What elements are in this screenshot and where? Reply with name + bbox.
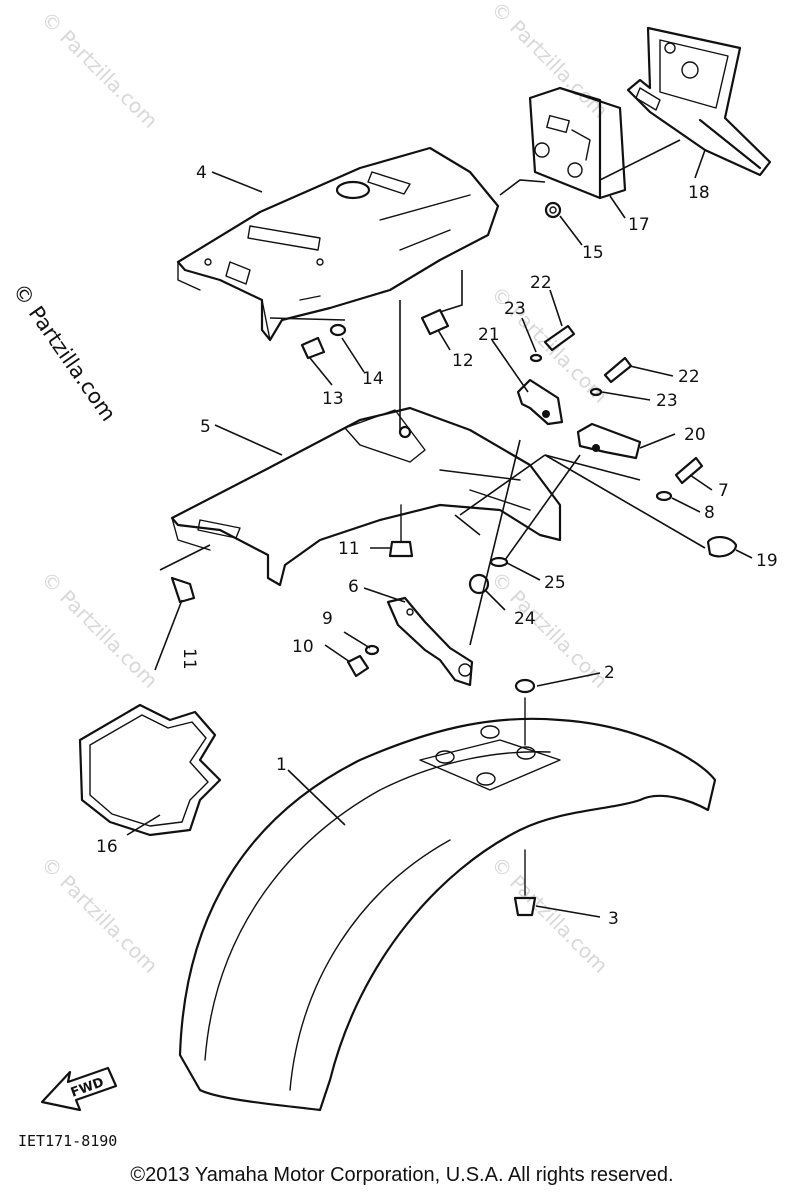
side-watermark: © Partzilla.com xyxy=(8,279,121,426)
callout-8: 8 xyxy=(704,503,715,523)
callout-24: 24 xyxy=(514,609,536,629)
nut-15 xyxy=(544,201,562,219)
callout-14: 14 xyxy=(362,369,384,389)
callout-1: 1 xyxy=(276,755,287,775)
hardware xyxy=(170,308,738,917)
callout-13: 13 xyxy=(322,389,344,409)
tail-light xyxy=(528,86,627,200)
copyright-notice: ©2013 Yamaha Motor Corporation, U.S.A. A… xyxy=(130,1164,674,1186)
front-fender xyxy=(178,717,717,1112)
callout-6: 6 xyxy=(348,577,359,597)
callout-2: 2 xyxy=(604,663,615,683)
drawing-code: IET171-8190 xyxy=(18,1132,117,1150)
bracket-6 xyxy=(386,596,474,687)
watermark: © Partzilla.com xyxy=(36,852,162,978)
callout-11: 11 xyxy=(338,539,360,559)
callout-9: 9 xyxy=(322,609,333,629)
callout-17: 17 xyxy=(628,215,650,235)
callout-18: 18 xyxy=(688,183,710,203)
callout-19: 19 xyxy=(756,551,778,571)
callout-numbers: 1 2 3 4 5 6 7 8 9 10 11 11 12 13 14 15 1… xyxy=(96,163,778,929)
callout-15: 15 xyxy=(582,243,604,263)
callout-11b: 11 xyxy=(179,648,199,670)
callout-12: 12 xyxy=(452,351,474,371)
callout-25: 25 xyxy=(544,573,566,593)
callout-leaders xyxy=(126,149,753,918)
rear-cover xyxy=(176,146,500,342)
bracket-20 xyxy=(576,422,642,460)
taillight-bracket xyxy=(626,26,772,177)
watermark: © Partzilla.com xyxy=(486,852,612,978)
watermark: © Partzilla.com xyxy=(36,7,162,133)
callout-3: 3 xyxy=(608,909,619,929)
mud-flap xyxy=(78,703,222,837)
callout-5: 5 xyxy=(200,417,211,437)
fwd-arrow-icon: FWD xyxy=(40,1066,118,1112)
callout-20: 20 xyxy=(684,425,706,445)
callout-7: 7 xyxy=(718,481,729,501)
callout-21: 21 xyxy=(478,325,500,345)
callout-16: 16 xyxy=(96,837,118,857)
watermark-layer: © Partzilla.com © Partzilla.com © Partzi… xyxy=(36,0,612,978)
callout-4: 4 xyxy=(196,163,207,183)
callout-22b: 22 xyxy=(678,367,700,387)
callout-23b: 23 xyxy=(656,391,678,411)
assembly-lines xyxy=(159,139,706,646)
watermark: © Partzilla.com xyxy=(36,567,162,693)
callout-10: 10 xyxy=(292,637,314,657)
watermark: © Partzilla.com xyxy=(486,0,612,123)
callout-23: 23 xyxy=(504,299,526,319)
bracket-21 xyxy=(516,378,564,426)
callout-22: 22 xyxy=(530,273,552,293)
